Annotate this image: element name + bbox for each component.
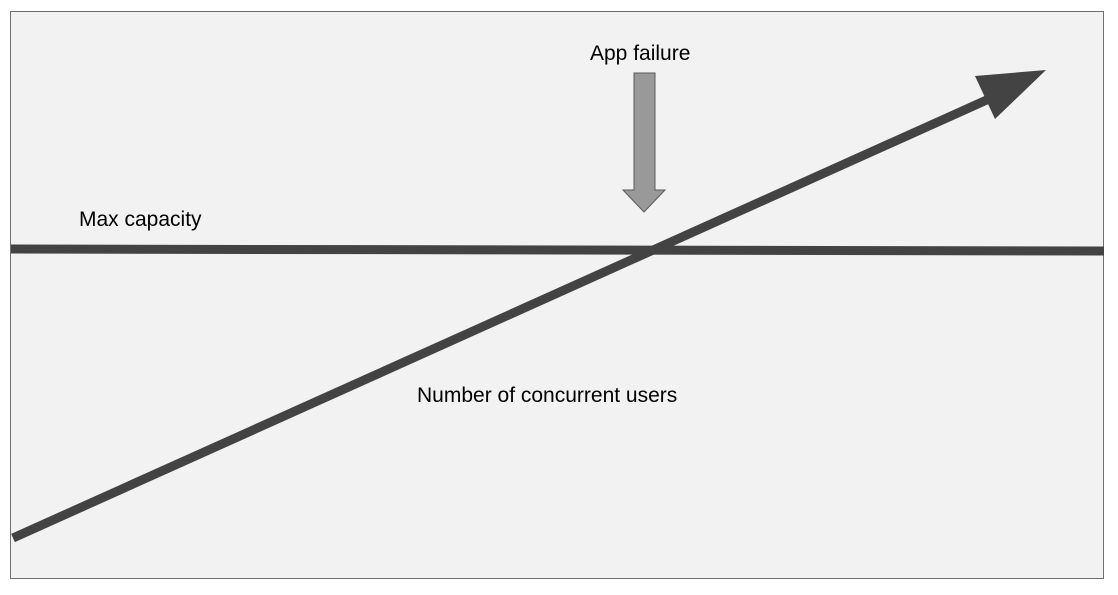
max-capacity-label: Max capacity: [79, 208, 202, 231]
concurrent-users-arrow-shaft: [11, 89, 1002, 543]
concurrent-users-arrow-head: [975, 70, 1046, 119]
app-failure-arrow-icon: [621, 72, 667, 213]
concurrent-users-label: Number of concurrent users: [417, 384, 678, 407]
app-failure-label: App failure: [590, 42, 691, 65]
max-capacity-line: [10, 244, 1105, 256]
